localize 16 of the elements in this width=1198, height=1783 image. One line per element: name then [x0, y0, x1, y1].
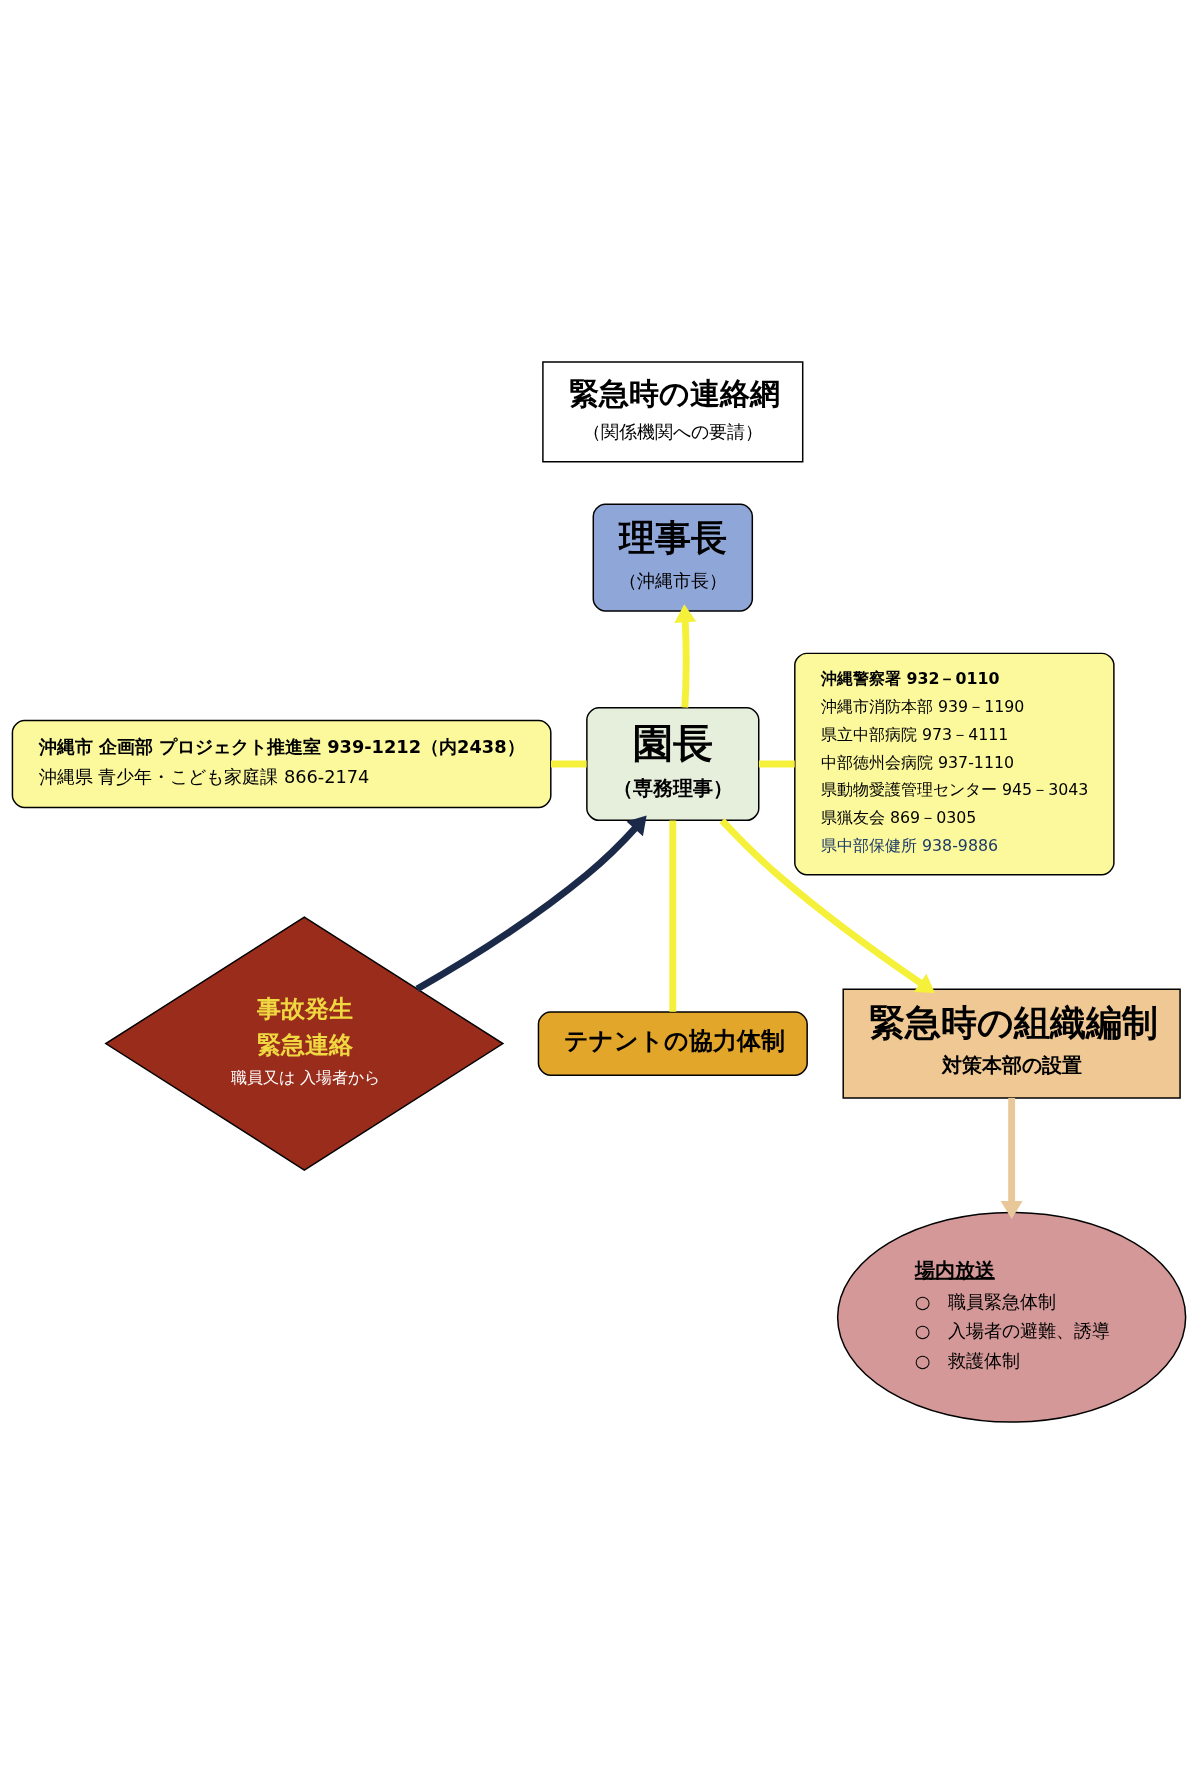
- node-ellipse: 場内放送 ○ 職員緊急体制 ○ 入場者の避難、誘導 ○ 救護体制: [836, 1211, 1187, 1423]
- node-box: 緊急時の連絡網 （関係機関への要請）: [542, 360, 804, 462]
- connector: [669, 820, 677, 1012]
- connector: [758, 760, 795, 767]
- node-diamond: 事故発生 緊急連絡 職員又は 入場者から: [104, 915, 505, 1171]
- node-box: 沖縄警察署 932－0110 沖縄市消防本部 939－1190 県立中部病院 973－4111 中部徳州会病院 937-1110 県動物愛護管理センター 945－3043 県猟友会 869－0305 県中部保健所 938-9886: [794, 652, 1115, 875]
- node-box: 園長 （専務理事）: [586, 706, 760, 821]
- node-box: 理事長 （沖縄市長）: [592, 502, 754, 612]
- arrow: [1000, 1097, 1023, 1219]
- arrow: [719, 817, 935, 993]
- node-box: テナントの協力体制: [537, 1010, 808, 1076]
- connector: [550, 760, 587, 767]
- arrow: [674, 603, 697, 708]
- node-box: 沖縄市 企画部 プロジェクト推進室 939-1212（内2438） 沖縄県 青少年・こども家庭課 866-2174: [11, 719, 552, 808]
- arrow: [415, 814, 647, 992]
- node-box: 緊急時の組織編制 対策本部の設置: [842, 988, 1181, 1099]
